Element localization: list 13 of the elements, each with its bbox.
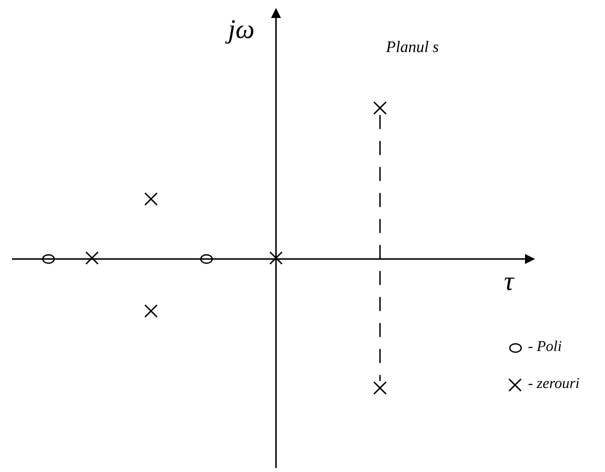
zero-marker [269, 251, 283, 265]
pole-marker [200, 254, 212, 264]
zero-marker [373, 381, 387, 395]
legend-text: - zerouri [528, 377, 580, 392]
axis-label: τ [504, 268, 514, 295]
zero-marker [144, 304, 158, 318]
zero-marker [85, 251, 99, 265]
pole-marker [42, 254, 54, 264]
plane-label: Planul s [386, 40, 439, 56]
zero-marker [144, 192, 158, 206]
legend-text: - Poli [528, 340, 562, 355]
dashed-line [379, 115, 381, 381]
zero-marker [373, 101, 387, 115]
